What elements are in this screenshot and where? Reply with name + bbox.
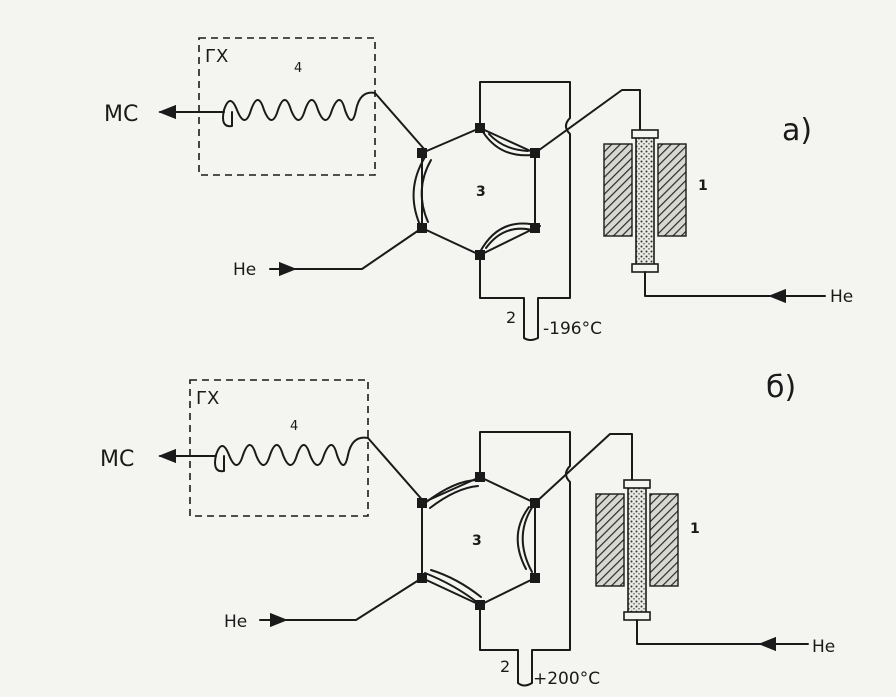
trap-temperature: -196°C — [543, 319, 602, 339]
trap-loop — [479, 81, 571, 341]
he-inlet-left-line — [294, 227, 423, 270]
capillary-coil — [222, 91, 376, 128]
column-label: 1 — [698, 178, 708, 194]
coil-to-valve-line — [367, 437, 426, 504]
panel-label: б) — [766, 370, 796, 405]
ms-label: МС — [100, 447, 134, 472]
valve-port — [530, 223, 540, 233]
valve-label: 3 — [472, 533, 482, 549]
panel-label: а) — [782, 113, 812, 148]
trap-loop — [479, 431, 571, 687]
valve-groove-left — [412, 156, 426, 226]
gc-label: ГХ — [205, 46, 228, 67]
valve-port — [417, 148, 427, 158]
he-right-label: He — [812, 637, 835, 657]
valve-groove-top-inner — [488, 133, 529, 152]
gc-label: ГХ — [196, 388, 219, 409]
panel-a: а) ГХ 4 МС 3 2 -196°C — [104, 37, 853, 341]
column-label: 1 — [690, 521, 700, 537]
coil-to-valve-line — [374, 92, 426, 151]
packed-column — [635, 133, 655, 269]
he-inlet-right-line — [636, 619, 809, 645]
capillary-coil — [214, 436, 369, 473]
he-left-label: He — [224, 612, 247, 632]
valve-groove-top-inner — [429, 485, 479, 509]
valve-groove-left-inner — [420, 159, 432, 223]
packed-column — [627, 483, 647, 617]
column-end-cap — [631, 129, 659, 139]
furnace-left-block — [603, 143, 633, 237]
gc-oven-box — [198, 37, 376, 176]
column-end-cap — [631, 263, 659, 273]
valve-groove-top — [424, 479, 479, 504]
valve-to-column-line — [534, 89, 641, 154]
valve-groove-right-inner — [516, 506, 530, 570]
he-left-label: He — [233, 260, 256, 280]
he-inlet-left-line — [285, 577, 423, 621]
valve-groove-top — [482, 131, 533, 157]
column-end-cap — [623, 611, 651, 621]
valve-groove-right — [521, 502, 536, 573]
furnace-right-block — [657, 143, 687, 237]
valve-to-column-line — [534, 433, 633, 504]
valve-label: 3 — [476, 184, 486, 200]
valve-port — [417, 498, 427, 508]
furnace-right-block — [649, 493, 679, 587]
he-inlet-right-line — [644, 271, 826, 297]
valve-groove-bottom-inner — [430, 569, 482, 598]
trap-label: 2 — [500, 657, 510, 676]
coil-label: 4 — [294, 61, 302, 76]
valve-port — [530, 573, 540, 583]
furnace-left-block — [595, 493, 625, 587]
trap-temperature: +200°C — [533, 669, 600, 689]
coil-label: 4 — [290, 419, 298, 434]
panel-b: б) ГХ 4 МС 3 2 +200°C 1 He — [100, 370, 835, 689]
he-right-label: He — [830, 287, 853, 307]
gc-oven-box — [189, 379, 369, 517]
ms-label: МС — [104, 102, 138, 127]
column-end-cap — [623, 479, 651, 489]
trap-label: 2 — [506, 308, 516, 327]
valve-groove-bottom — [424, 572, 479, 604]
